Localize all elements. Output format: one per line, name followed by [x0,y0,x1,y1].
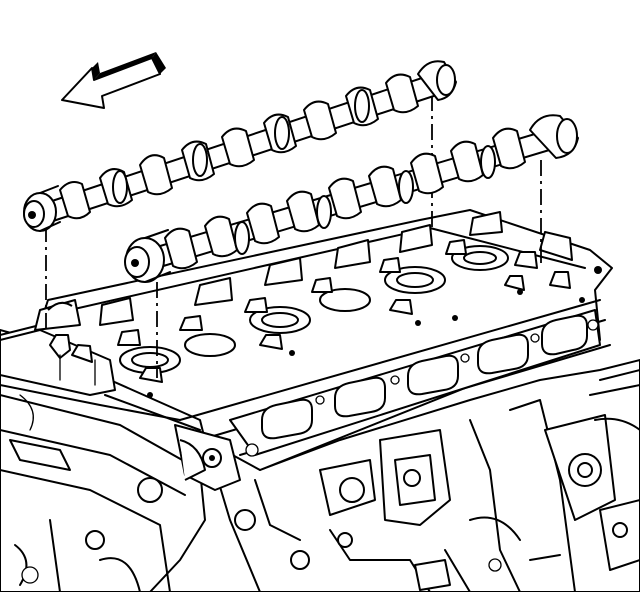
bolt-boss [137,477,163,503]
direction-arrow [61,52,166,109]
valve-pockets [119,245,509,374]
port-opening [261,398,313,440]
cylinder-head [0,209,613,491]
lower-camshaft [124,114,579,283]
lifter-bosses [49,239,571,383]
upper-camshaft [23,60,457,232]
cam-journals [34,211,573,331]
